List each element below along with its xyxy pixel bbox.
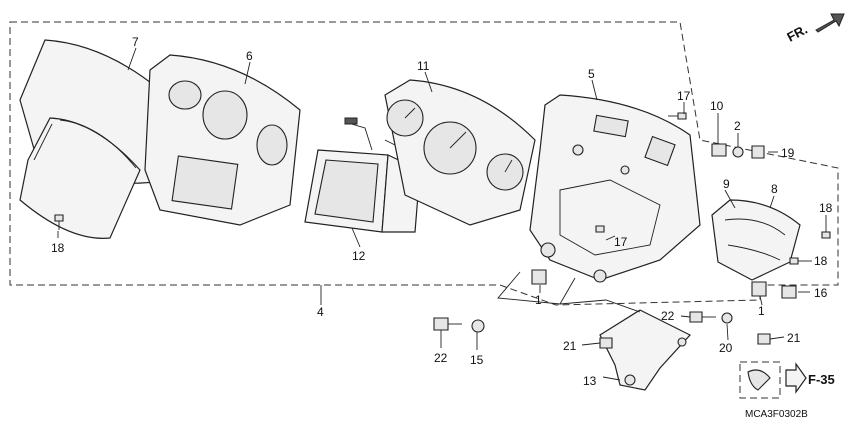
part-8-sub-unit (711, 199, 801, 281)
part-label: 17 (614, 235, 628, 249)
drawing-code: MCA3F0302B (745, 409, 808, 420)
part-11-gauge-cluster (384, 79, 536, 226)
part-6-meter-panel (144, 54, 301, 226)
part-label: 18 (819, 201, 833, 215)
part-label: 2 (734, 119, 741, 133)
part-label: 8 (771, 182, 778, 196)
part-label: 18 (814, 254, 828, 268)
part-label: 18 (51, 241, 65, 255)
part-label: 1 (758, 304, 765, 318)
part-label: 12 (352, 249, 366, 263)
part-5-meter-case (529, 94, 701, 283)
part-label: 5 (588, 67, 595, 81)
part-label: 11 (417, 59, 430, 73)
part-label: 21 (787, 331, 801, 345)
part-label: 17 (677, 89, 691, 103)
part-label: 13 (583, 374, 597, 388)
part-label: 22 (434, 351, 448, 365)
leader-lines (57, 47, 827, 381)
reference-label: F-35 (808, 372, 835, 387)
part-label: 7 (132, 35, 139, 49)
part-label: 9 (723, 177, 730, 191)
part-label: 19 (781, 146, 795, 160)
direction-label: FR. (784, 22, 810, 45)
part-12-lcd-unit (304, 117, 421, 233)
part-label: 1 (535, 293, 542, 307)
part-label: 15 (470, 353, 484, 367)
part-label: 16 (814, 286, 828, 300)
part-number-labels: 1 1 2 4 5 6 7 8 9 10 11 12 13 15 16 17 1… (51, 35, 833, 388)
part-label: 22 (661, 309, 675, 323)
part-label: 20 (719, 341, 733, 355)
part-label: 21 (563, 339, 577, 353)
fasteners (54, 112, 831, 349)
part-label: 10 (710, 99, 724, 113)
part-label: 4 (317, 305, 324, 319)
front-direction-arrow: FR. (784, 13, 845, 45)
reference-callout: F-35 (739, 361, 835, 399)
part-label: 6 (246, 49, 253, 63)
part-13-bracket (599, 309, 691, 391)
